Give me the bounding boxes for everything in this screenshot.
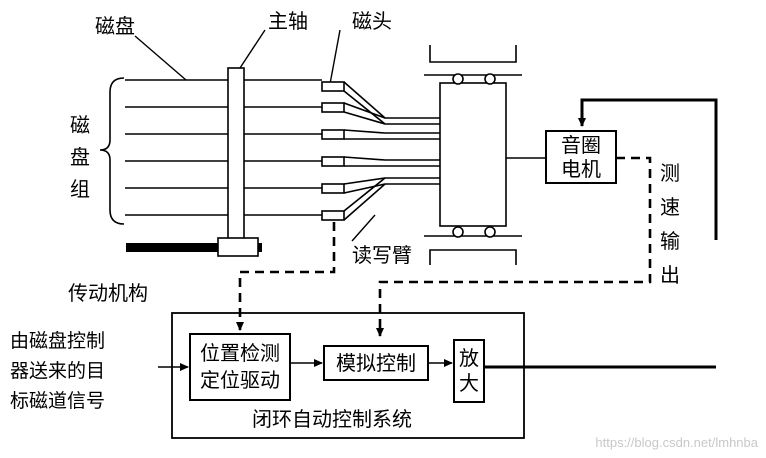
speed-output-label-1: 测 bbox=[660, 161, 680, 185]
position-label-1: 位置检测 bbox=[200, 341, 280, 365]
position-label-2: 定位驱动 bbox=[200, 368, 280, 392]
target-input-label-2: 器送来的目 bbox=[10, 360, 105, 382]
head-label: 磁头 bbox=[352, 9, 392, 33]
target-input-label-3: 标磁道信号 bbox=[10, 390, 105, 412]
spindle-leader bbox=[239, 29, 266, 69]
amplifier-block bbox=[453, 339, 485, 403]
head-leader bbox=[329, 29, 341, 85]
disk-leader bbox=[134, 35, 187, 81]
speed-output-label-4: 出 bbox=[660, 263, 680, 287]
drive-mechanism-label: 传动机构 bbox=[68, 281, 148, 305]
disk-stack-label-1: 磁 bbox=[70, 113, 90, 137]
watermark: https://blog.csdn.net/lmhnba bbox=[595, 435, 758, 450]
voice-coil-label-2: 电机 bbox=[561, 157, 601, 181]
drive-belt bbox=[126, 243, 262, 252]
target-input-label-1: 由磁盘控制 bbox=[10, 330, 105, 352]
head-carriage bbox=[439, 82, 507, 227]
position-dashed bbox=[236, 222, 336, 331]
disk-stack-label-2: 盘 bbox=[70, 145, 90, 169]
speed-output-label-3: 输 bbox=[660, 229, 680, 253]
arm-leader bbox=[351, 214, 376, 242]
spindle-label: 主轴 bbox=[268, 9, 308, 33]
speed-output-label-2: 速 bbox=[660, 195, 680, 219]
actuator-arm-label: 读写臂 bbox=[352, 243, 412, 267]
disk-platters bbox=[125, 79, 322, 216]
analog-control-label: 模拟控制 bbox=[336, 351, 416, 375]
disk-stack-label-3: 组 bbox=[70, 177, 90, 201]
system-label: 闭环自动控制系统 bbox=[252, 407, 412, 431]
amplifier-label-2: 大 bbox=[459, 371, 479, 395]
position-block bbox=[189, 333, 291, 401]
control-system-box bbox=[171, 312, 525, 439]
read-write-heads bbox=[321, 81, 345, 221]
speed-output-dashed bbox=[376, 156, 652, 337]
carriage-rails bbox=[424, 45, 522, 265]
spindle bbox=[227, 67, 245, 241]
disk-label: 磁盘 bbox=[95, 14, 135, 38]
spindle-base bbox=[217, 237, 259, 257]
voice-coil-label-1: 音圈 bbox=[561, 133, 601, 157]
analog-control-block bbox=[323, 345, 429, 381]
arm-fingers bbox=[343, 81, 440, 221]
amplifier-label-1: 放 bbox=[459, 346, 479, 370]
disk-stack-brace bbox=[99, 77, 125, 225]
feedback-line bbox=[578, 98, 718, 240]
